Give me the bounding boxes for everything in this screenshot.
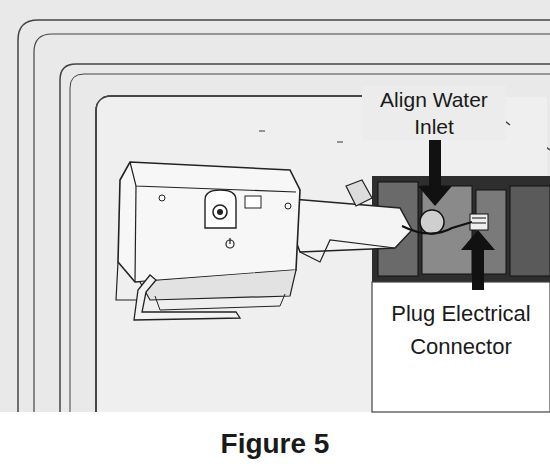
callout-label: Plug Electrical Connector [388,297,534,363]
callout-label: Align Water Inlet [362,86,506,140]
pointer-arrow [461,230,495,290]
pointer-arrow [418,140,452,206]
figure-caption: Figure 5 [0,428,550,460]
background [0,0,550,412]
